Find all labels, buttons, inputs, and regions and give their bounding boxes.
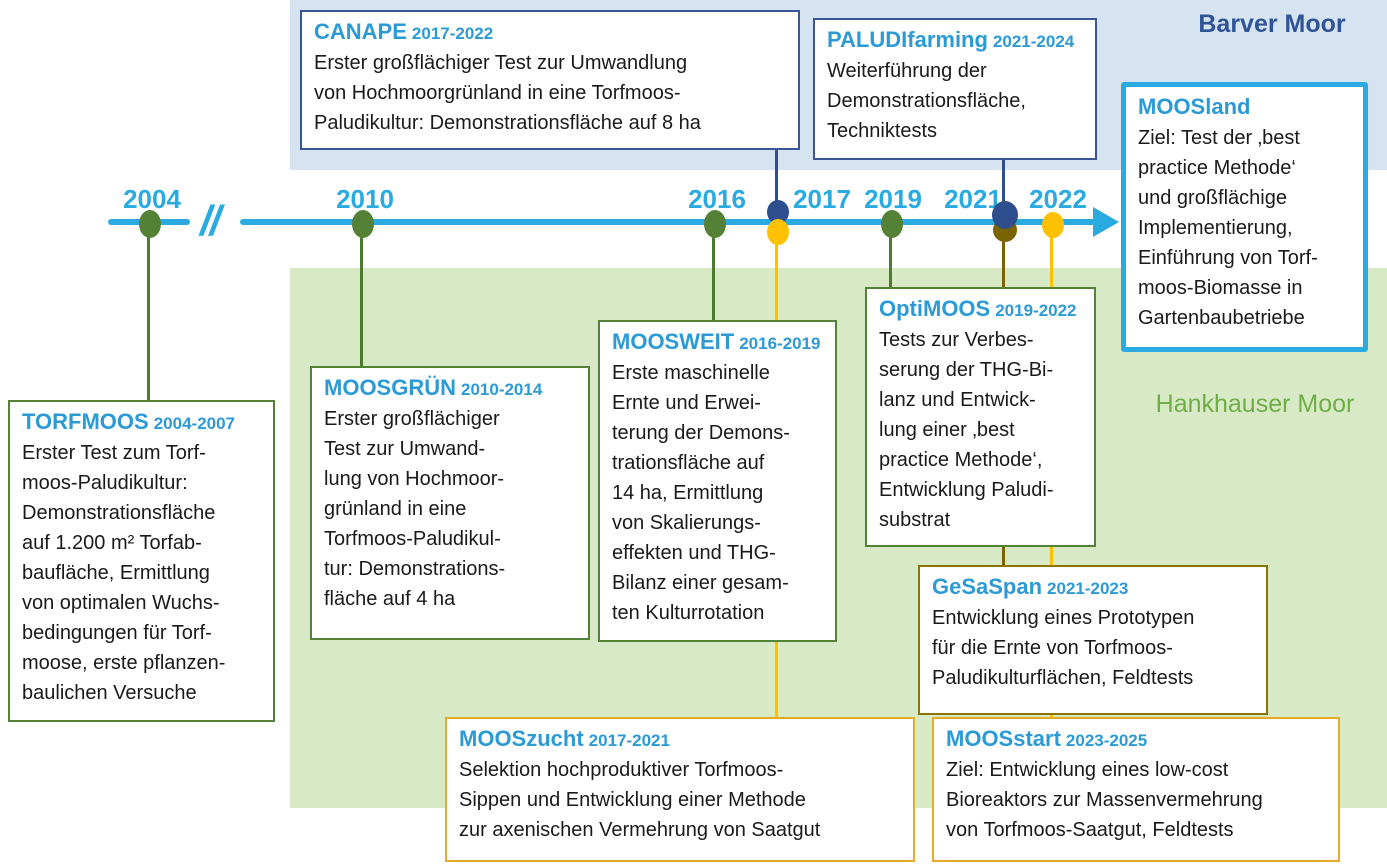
- project-description: Erste maschinelle Ernte und Erwei- terun…: [612, 361, 790, 624]
- project-years: 2023-2025: [1065, 731, 1148, 750]
- timeline-dot-2016-green: [704, 210, 726, 238]
- connector-2019-optimoos: [889, 224, 892, 289]
- timeline-dot-2021-blue: [992, 201, 1018, 229]
- project-description: Weiterführung der Demonstrationsfläche, …: [827, 59, 1026, 142]
- project-name: GeSaSpan: [932, 574, 1043, 599]
- project-years: 2019-2022: [995, 301, 1077, 320]
- timeline-dot-2017-yellow: [767, 219, 789, 245]
- timeline-segment-main: [240, 219, 1095, 225]
- connector-2016-moosweit: [712, 224, 715, 322]
- connector-2021-paludifarming: [1002, 158, 1005, 218]
- project-years: 2016-2019: [739, 334, 821, 353]
- year-label-2004: 2004: [123, 184, 181, 214]
- timeline-dot-2017-blue: [767, 200, 789, 224]
- project-years: 2021-2023: [1047, 579, 1129, 598]
- connector-2017-canape: [775, 150, 778, 214]
- connector-2004-torfmoos: [147, 224, 150, 401]
- project-name: TORFMOOS: [22, 409, 149, 434]
- project-title: MOOSland: [1138, 92, 1351, 122]
- project-name: CANAPE: [314, 19, 407, 44]
- project-years: 2017-2021: [588, 731, 670, 750]
- project-years: 2004-2007: [153, 414, 236, 433]
- project-years: 2017-2022: [411, 24, 494, 43]
- project-name: MOOSWEIT: [612, 329, 735, 354]
- project-description: Erster großflächiger Test zur Umwandlung…: [314, 51, 701, 134]
- timeline-dot-2019-green: [881, 210, 903, 238]
- year-label-2019: 2019: [864, 184, 922, 214]
- project-years: 2021-2024: [992, 32, 1075, 51]
- project-name: MOOSland: [1138, 94, 1251, 119]
- project-description: Erster Test zum Torf- moos-Paludikultur:…: [22, 441, 226, 704]
- project-title: MOOSGRÜN 2010-2014: [324, 373, 576, 403]
- timeline-dot-2010-green: [352, 210, 374, 238]
- project-name: MOOSzucht: [459, 726, 584, 751]
- year-label-2022: 2022: [1029, 184, 1087, 214]
- timeline-dot-2004-green: [139, 210, 161, 238]
- year-label-2017: 2017: [793, 184, 851, 214]
- timeline-arrow-icon: [1093, 207, 1119, 237]
- project-description: Erster großflächiger Test zur Umwand- lu…: [324, 407, 506, 610]
- connector-2010-moosgruen: [360, 224, 363, 368]
- project-name: OptiMOOS: [879, 296, 991, 321]
- barver-moor-label: Barver Moor: [1198, 10, 1346, 38]
- project-years: 2010-2014: [461, 380, 543, 399]
- project-description: Tests zur Verbes- serung der THG-Bi- lan…: [879, 328, 1054, 531]
- year-label-2010: 2010: [336, 184, 394, 214]
- project-card-moosland: MOOSland Ziel: Test der ‚best practice M…: [1121, 82, 1368, 352]
- project-description: Ziel: Entwicklung eines low-cost Bioreak…: [946, 758, 1263, 841]
- project-name: MOOSstart: [946, 726, 1061, 751]
- project-name: PALUDIfarming: [827, 27, 988, 52]
- project-description: Entwicklung eines Prototypen für die Ern…: [932, 606, 1195, 689]
- timeline-break-icon: //: [200, 197, 221, 244]
- timeline-dot-2022-yellow: [1042, 212, 1064, 238]
- hankhauser-moor-label: Hankhauser Moor: [1155, 390, 1355, 418]
- project-card-moosgruen: MOOSGRÜN 2010-2014 Erster großflächiger T…: [310, 366, 590, 640]
- year-label-2016: 2016: [688, 184, 746, 214]
- project-description: Selektion hochproduktiver Torfmoos- Sipp…: [459, 758, 821, 841]
- project-description: Ziel: Test der ‚best practice Methode‘ u…: [1138, 126, 1318, 329]
- project-name: MOOSGRÜN: [324, 375, 456, 400]
